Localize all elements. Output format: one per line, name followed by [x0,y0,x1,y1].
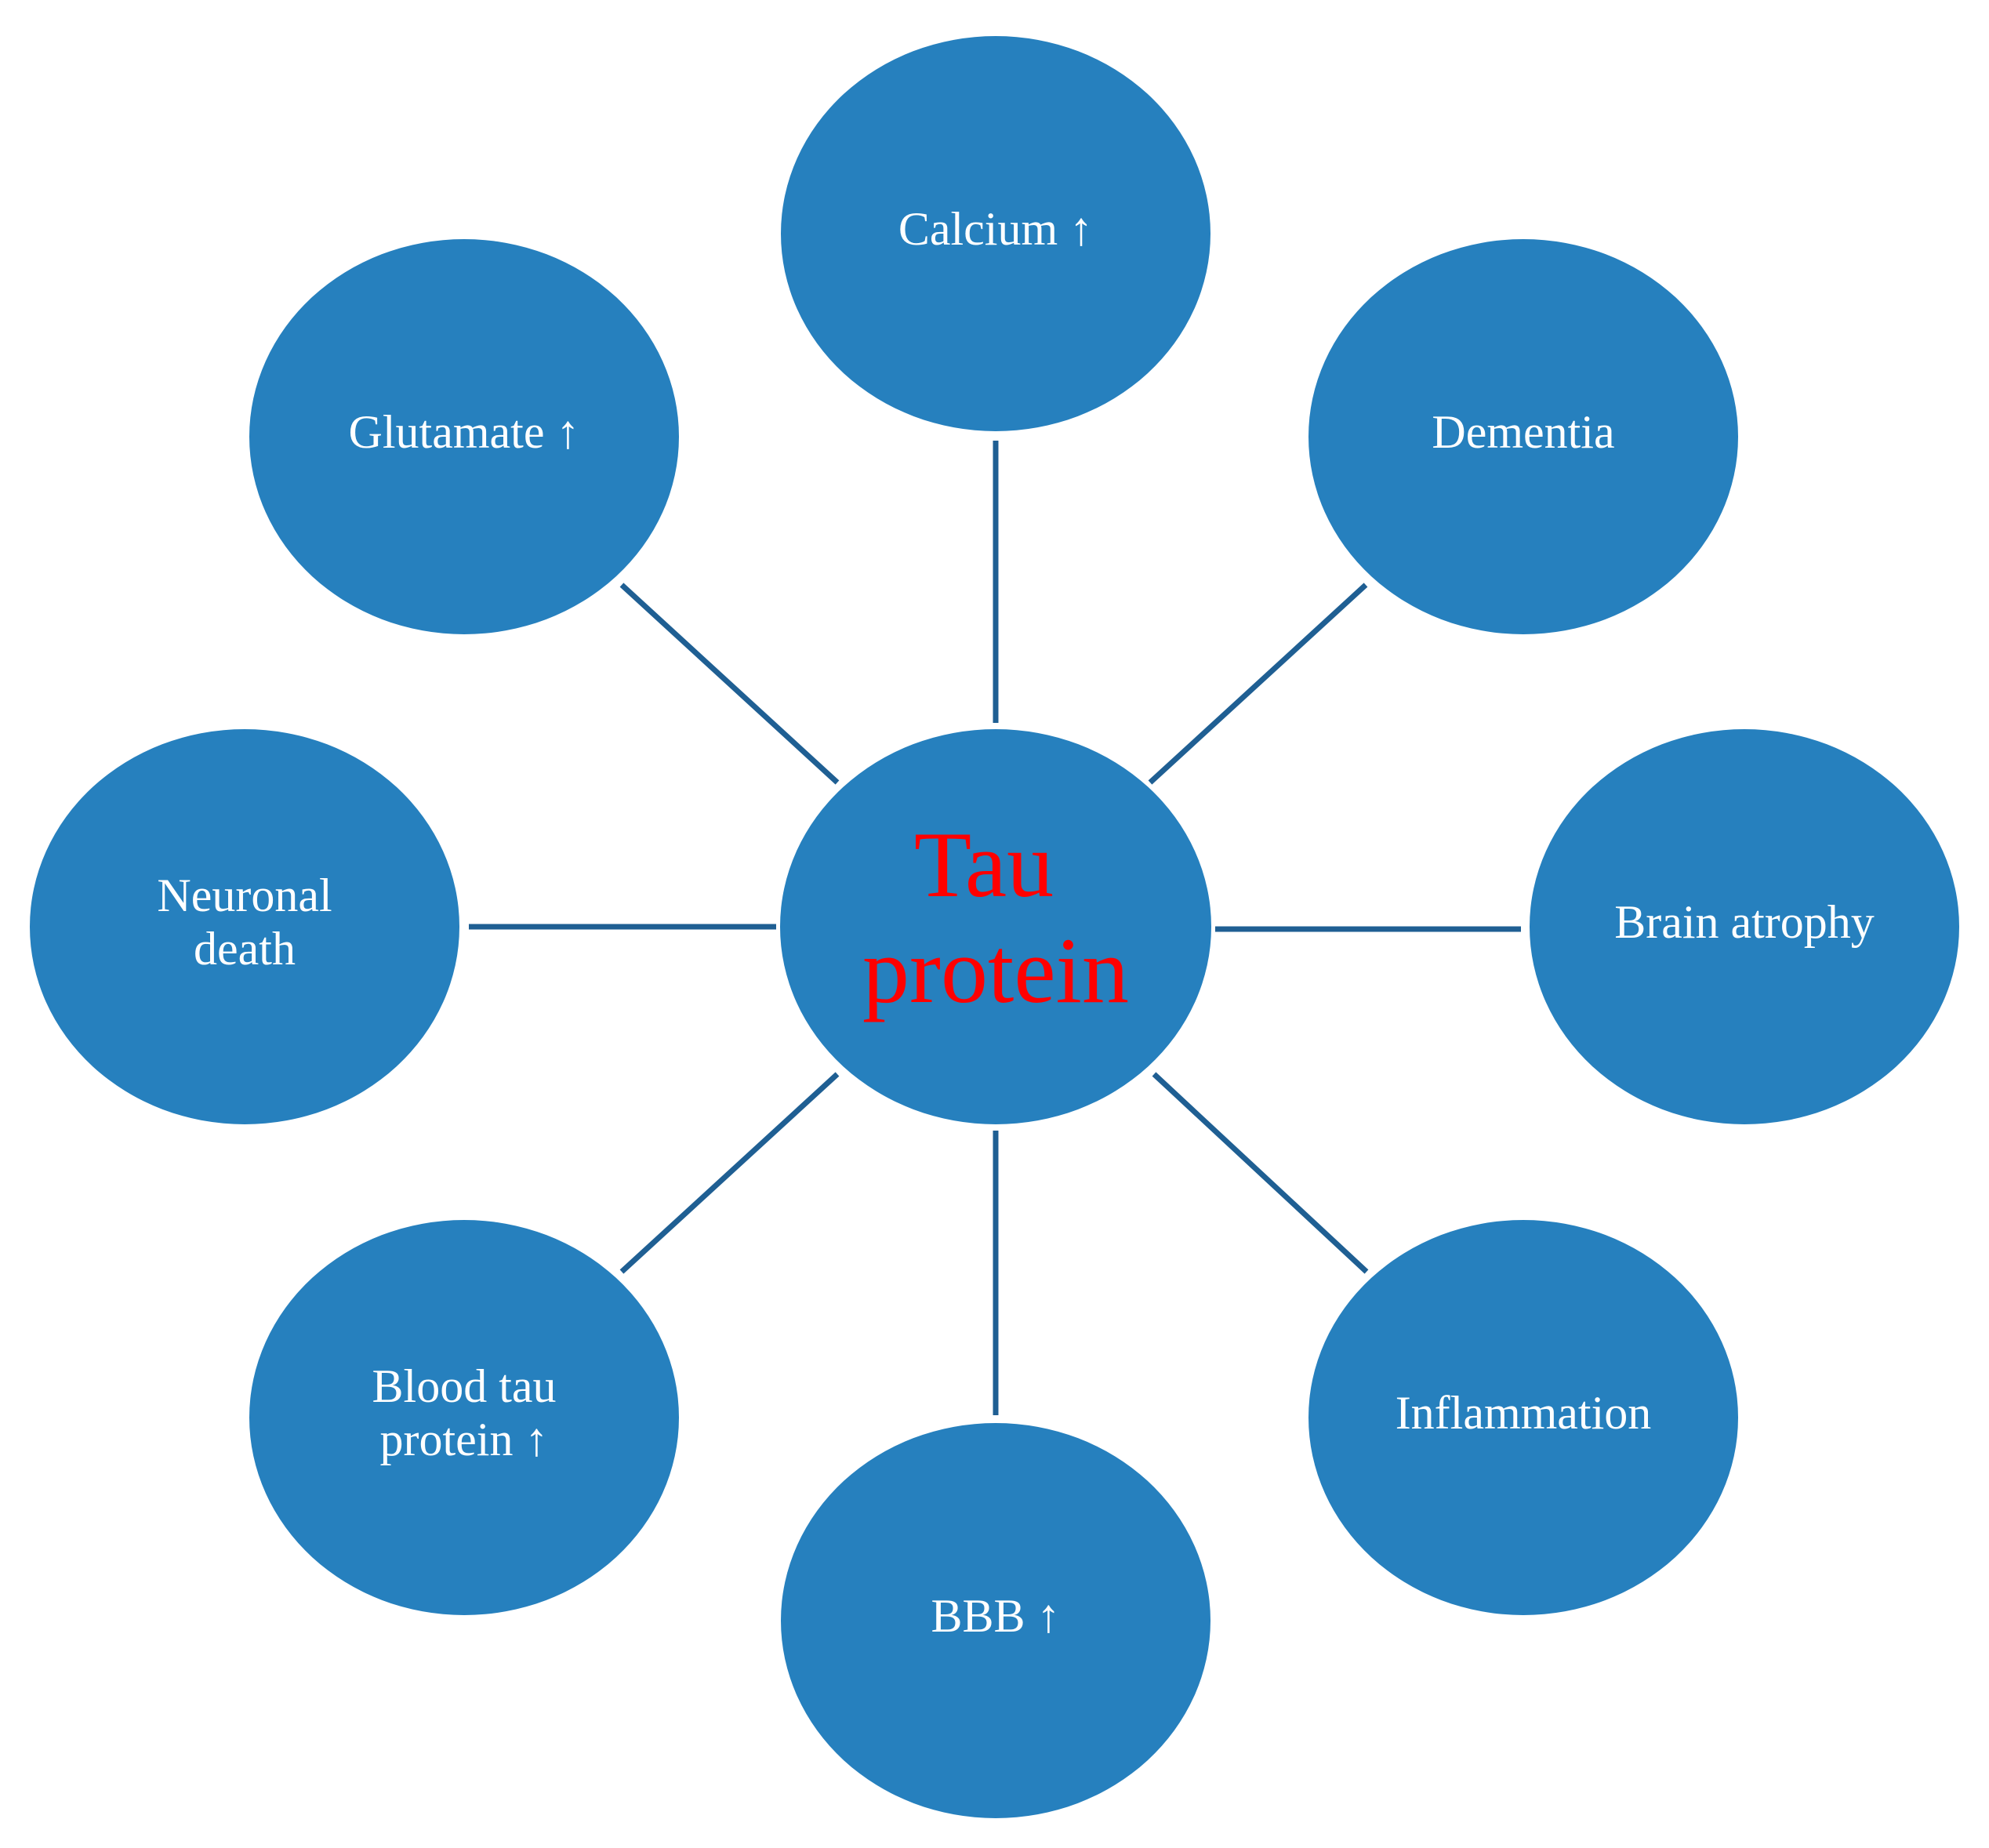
node-circle-glutamate [249,239,679,634]
node-label-line-inflammation-1: Inflammation [1396,1387,1652,1439]
node-bbb: BBB ↑ [781,1423,1210,1818]
node-label-calcium: Calcium ↑ [898,203,1093,255]
node-label-dementia: Dementia [1432,406,1614,458]
node-circle-dementia [1308,239,1738,634]
node-label-brain-atrophy: Brain atrophy [1614,896,1875,948]
node-label-line-calcium-1: Calcium ↑ [898,203,1093,255]
node-label-line-blood-tau-protein-1: Blood tau [372,1360,557,1412]
center-node-label: Tau protein [862,812,1129,1022]
node-label-line-dementia-1: Dementia [1432,406,1614,458]
node-label-line-bbb-1: BBB ↑ [931,1590,1060,1642]
node-inflammation: Inflammation [1308,1220,1738,1615]
node-glutamate: Glutamate ↑ [249,239,679,634]
connector-blood-tau-protein [619,1072,840,1274]
connector-inflammation [1152,1072,1369,1274]
center-node: Tau protein [780,729,1211,1124]
node-label-line-glutamate-1: Glutamate ↑ [349,406,580,458]
node-label-line-neuronal-death-2: death [194,923,296,975]
node-circle-neuronal-death [30,729,459,1124]
node-label-line-neuronal-death-1: Neuronal [157,870,332,921]
node-brain-atrophy: Brain atrophy [1530,729,1959,1124]
node-label-line-blood-tau-protein-2: protein ↑ [380,1414,549,1465]
node-label-bbb: BBB ↑ [931,1590,1060,1642]
node-circle-inflammation [1308,1220,1738,1615]
node-label-glutamate: Glutamate ↑ [349,406,580,458]
center-label-line-1: Tau [914,812,1054,917]
connectors [469,441,1521,1415]
node-calcium: Calcium ↑ [781,36,1210,431]
node-label-inflammation: Inflammation [1396,1387,1652,1439]
connector-dementia [1148,583,1368,785]
center-node-circle [780,729,1211,1124]
node-label-line-brain-atrophy-1: Brain atrophy [1614,896,1875,948]
node-circle-brain-atrophy [1530,729,1959,1124]
node-circle-blood-tau-protein [249,1220,679,1615]
center-label-line-2: protein [862,918,1129,1022]
node-circle-calcium [781,36,1210,431]
node-circle-bbb [781,1423,1210,1818]
node-dementia: Dementia [1308,239,1738,634]
connector-glutamate [619,583,840,785]
